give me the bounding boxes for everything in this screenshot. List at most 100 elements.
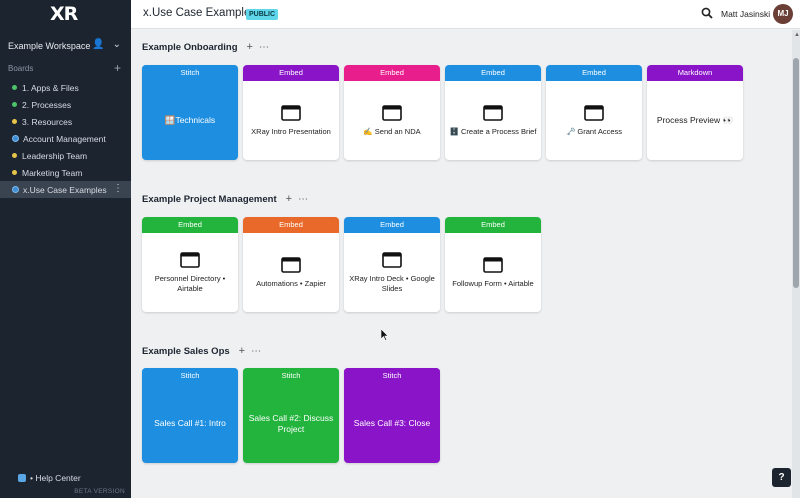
help-button[interactable]: ? xyxy=(772,468,791,487)
add-card-icon[interactable]: + xyxy=(246,41,253,53)
card-type-label: Embed xyxy=(445,217,541,233)
workspace-switcher[interactable]: Example Workspace 👤 ⌄ xyxy=(0,36,131,56)
card-body: Sales Call #3: Close xyxy=(344,384,440,463)
card-title: Followup Form • Airtable xyxy=(452,278,534,288)
boards-label: Boards xyxy=(8,64,34,73)
help-icon xyxy=(18,474,26,482)
card-body: Followup Form • Airtable xyxy=(445,233,541,312)
scrollbar-thumb[interactable] xyxy=(793,58,799,288)
card-type-label: Stitch xyxy=(142,65,238,81)
card-type-label: Embed xyxy=(344,65,440,81)
section-options-icon[interactable]: ⋯ xyxy=(258,41,270,53)
card-title: Sales Call #3: Close xyxy=(353,418,431,429)
board-options-icon[interactable]: ⋮ xyxy=(113,183,123,194)
card-body: XRay Intro Presentation xyxy=(243,81,339,160)
section-title-label: Example Sales Ops xyxy=(142,345,230,357)
browser-window-icon xyxy=(584,105,604,121)
card-title: Process Preview 👀 xyxy=(656,115,734,126)
board-label: 1. Apps & Files xyxy=(22,82,79,93)
sidebar-board-item[interactable]: 2. Processes xyxy=(0,96,131,113)
sidebar-board-item[interactable]: Marketing Team xyxy=(0,164,131,181)
card-type-label: Stitch xyxy=(344,368,440,384)
browser-window-icon xyxy=(180,252,200,268)
card-body: 🪟Technicals xyxy=(142,81,238,160)
card[interactable]: Embed ✍️ Send an NDA xyxy=(344,65,440,160)
sidebar: XR Example Workspace 👤 ⌄ Boards + 1. App… xyxy=(0,0,131,498)
card-body: 🗄️ Create a Process Brief xyxy=(445,81,541,160)
section-title-label: Example Onboarding xyxy=(142,41,238,53)
chevron-down-icon[interactable]: ⌄ xyxy=(112,39,121,50)
board-label: Marketing Team xyxy=(22,167,83,178)
card-body: Process Preview 👀 xyxy=(647,81,743,160)
help-center-label: • Help Center xyxy=(30,473,81,483)
public-badge: PUBLIC xyxy=(246,9,279,20)
add-user-icon[interactable]: 👤 xyxy=(92,39,105,50)
browser-window-icon xyxy=(281,105,301,121)
board-label: 3. Resources xyxy=(22,116,73,127)
card-title: 🪟Technicals xyxy=(164,115,216,126)
card-body: XRay Intro Deck • Google Slides xyxy=(344,233,440,312)
card-type-label: Embed xyxy=(142,217,238,233)
sidebar-board-item[interactable]: 3. Resources xyxy=(0,113,131,130)
card-body: 🗝️ Grant Access xyxy=(546,81,642,160)
browser-window-icon xyxy=(382,105,402,121)
app-logo[interactable]: XR xyxy=(50,3,78,25)
browser-window-icon xyxy=(483,105,503,121)
section-title: Example Onboarding + ⋯ xyxy=(142,41,269,53)
section-title-label: Example Project Management xyxy=(142,193,277,205)
card-type-label: Stitch xyxy=(243,368,339,384)
card[interactable]: Embed🗝️ Grant Access xyxy=(546,65,642,160)
board-label: Leadership Team xyxy=(22,150,88,161)
status-dot xyxy=(12,170,17,175)
status-dot xyxy=(12,85,17,90)
sidebar-board-item[interactable]: x.Use Case Examples ⋮ xyxy=(0,181,131,198)
board-label: 2. Processes xyxy=(22,99,72,110)
section-options-icon[interactable]: ⋯ xyxy=(251,345,262,357)
card-body: Sales Call #1: Intro xyxy=(142,384,238,463)
card-type-label: Embed xyxy=(344,217,440,233)
card-title: ✍️ Send an NDA xyxy=(363,126,421,136)
add-card-icon[interactable]: + xyxy=(238,345,246,357)
scrollbar[interactable]: ▲ xyxy=(792,30,800,498)
status-dot xyxy=(12,119,17,124)
card-type-label: Markdown xyxy=(647,65,743,81)
globe-icon xyxy=(12,135,19,142)
help-center-link[interactable]: • Help Center xyxy=(18,473,81,483)
status-dot xyxy=(12,153,17,158)
card-type-label: Embed xyxy=(243,65,339,81)
sidebar-board-item[interactable]: Leadership Team xyxy=(0,147,131,164)
sidebar-board-item[interactable]: Account Management xyxy=(0,130,131,147)
user-name[interactable]: Matt Jasinski xyxy=(721,9,771,19)
add-board-icon[interactable]: + xyxy=(113,61,121,75)
card-title: 🗄️ Create a Process Brief xyxy=(449,126,537,136)
sidebar-board-item[interactable]: 1. Apps & Files xyxy=(0,79,131,96)
globe-icon xyxy=(12,186,19,193)
card-type-label: Embed xyxy=(445,65,541,81)
card[interactable]: Stitch 🪟Technicals xyxy=(142,65,238,160)
board-label: Account Management xyxy=(23,133,106,144)
scroll-up-icon[interactable]: ▲ xyxy=(794,32,800,38)
card-title: Sales Call #1: Intro xyxy=(154,418,226,429)
add-card-icon[interactable]: + xyxy=(285,193,293,205)
browser-window-icon xyxy=(281,257,301,273)
avatar[interactable]: MJ xyxy=(773,4,793,24)
board-label: x.Use Case Examples xyxy=(23,184,107,195)
card-body: Personnel Directory • Airtable xyxy=(142,233,238,312)
search-icon[interactable] xyxy=(701,7,713,19)
card[interactable]: Embed 🗄️ Create a Process Brief xyxy=(445,65,541,160)
card-title: Personnel Directory • Airtable xyxy=(154,274,226,293)
mouse-cursor-icon xyxy=(381,329,389,341)
card-title: Sales Call #2: Discuss Project xyxy=(248,412,334,434)
browser-window-icon xyxy=(483,257,503,273)
section-options-icon[interactable]: ⋯ xyxy=(298,193,309,205)
